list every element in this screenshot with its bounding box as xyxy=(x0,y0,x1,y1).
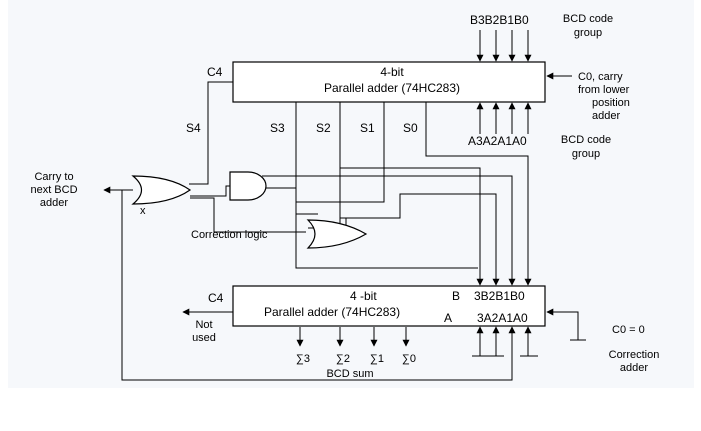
output-sigma-2: ∑2 xyxy=(336,353,350,365)
bottom-c0-label: C0 = 0 xyxy=(612,324,645,336)
sum-label-s4: S4 xyxy=(186,121,201,135)
bottom-b-arrows xyxy=(476,272,532,286)
bottom-a-label: A xyxy=(444,311,452,325)
output-sigma-1: ∑1 xyxy=(370,353,384,365)
top-b-inputs: B3B2B1B0 xyxy=(470,13,529,27)
sum-label-s1: S1 xyxy=(360,121,375,135)
bottom-adder-block xyxy=(232,285,546,327)
sum-label-s2: S2 xyxy=(316,121,331,135)
top-a-caption-1: BCD code xyxy=(561,134,611,146)
top-adder-title: 4-bit xyxy=(380,65,404,79)
top-c0-note-1: C0, carry xyxy=(578,71,623,83)
top-c0-note-4: adder xyxy=(592,110,620,122)
top-c0-note-2: from lower xyxy=(578,84,630,96)
or-gate-carry xyxy=(131,175,192,205)
top-b-caption-1: BCD code xyxy=(563,13,613,25)
top-a-arrows xyxy=(476,102,532,134)
not-used-2: used xyxy=(192,332,216,344)
or-gate-correction xyxy=(306,219,368,249)
output-sigma-0: ∑0 xyxy=(402,353,416,365)
bottom-c4-label: C4 xyxy=(208,291,224,305)
top-a-inputs: A3A2A1A0 xyxy=(468,134,527,148)
bcd-sum-label: BCD sum xyxy=(326,368,373,380)
bottom-a-arrows xyxy=(472,326,538,357)
sum-label-s3: S3 xyxy=(270,121,285,135)
top-a-caption-2: group xyxy=(572,148,600,160)
x-label: x xyxy=(140,205,146,217)
top-adder-subtitle: Parallel adder (74HC283) xyxy=(324,81,460,95)
carry-next-3: adder xyxy=(40,197,68,209)
correction-adder-caption-1: Correction xyxy=(609,349,660,361)
correction-adder-caption-2: adder xyxy=(620,362,648,374)
bottom-c0-arrow xyxy=(546,308,579,340)
sum-output-arrows xyxy=(296,327,410,347)
correction-logic-label: Correction logic xyxy=(191,229,268,241)
bottom-b-label: B xyxy=(452,289,460,303)
sum-label-s0: S0 xyxy=(403,121,418,135)
output-sigma-3: ∑3 xyxy=(296,353,310,365)
top-adder-block xyxy=(232,61,546,103)
bottom-adder-subtitle: Parallel adder (74HC283) xyxy=(264,305,400,319)
top-b-caption-2: group xyxy=(574,27,602,39)
top-b-arrows xyxy=(476,30,532,62)
bottom-a-inputs: 3A2A1A0 xyxy=(477,311,528,325)
carry-next-2: next BCD xyxy=(30,184,77,196)
bottom-adder-title: 4 -bit xyxy=(350,289,377,303)
not-used-1: Not xyxy=(195,319,212,331)
carry-next-1: Carry to xyxy=(34,171,73,183)
top-c4-label: C4 xyxy=(207,65,223,79)
and-gate xyxy=(229,171,267,201)
bottom-b-inputs: 3B2B1B0 xyxy=(474,289,525,303)
top-c0-note-3: position xyxy=(592,97,630,109)
